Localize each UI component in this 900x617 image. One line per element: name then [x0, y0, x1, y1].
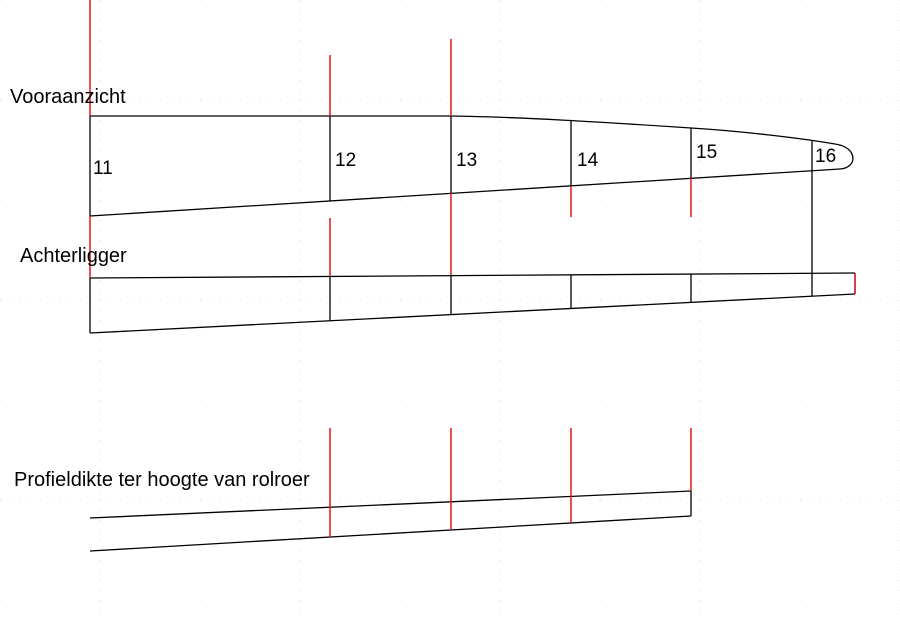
front-view-label: Vooraanzicht — [10, 86, 126, 108]
profile-thickness-drawing — [89, 490, 692, 552]
front-view-drawing — [89, 115, 854, 296]
rear-spar-top-edge — [89, 272, 856, 279]
red-markers — [89, 0, 856, 537]
front-view-tip-nose — [834, 143, 854, 170]
rib-label-15: 15 — [696, 142, 718, 163]
profile-top-edge — [89, 490, 692, 519]
rib-label-11: 11 — [93, 158, 113, 179]
front-view-bottom-edge — [89, 168, 841, 217]
front-view-top-edge — [90, 115, 836, 145]
rib-label-14: 14 — [577, 150, 599, 171]
profile-bottom-edge — [89, 515, 692, 552]
rib-label-16: 16 — [815, 146, 837, 167]
rib-label-13: 13 — [456, 150, 478, 171]
rear-spar-label: Achterligger — [20, 245, 127, 267]
rear-spar-drawing — [89, 272, 856, 334]
profile-thickness-label: Profieldikte ter hoogte van rolroer — [14, 469, 310, 491]
rib-label-12: 12 — [335, 150, 357, 171]
rear-spar-bottom-edge — [89, 293, 856, 334]
